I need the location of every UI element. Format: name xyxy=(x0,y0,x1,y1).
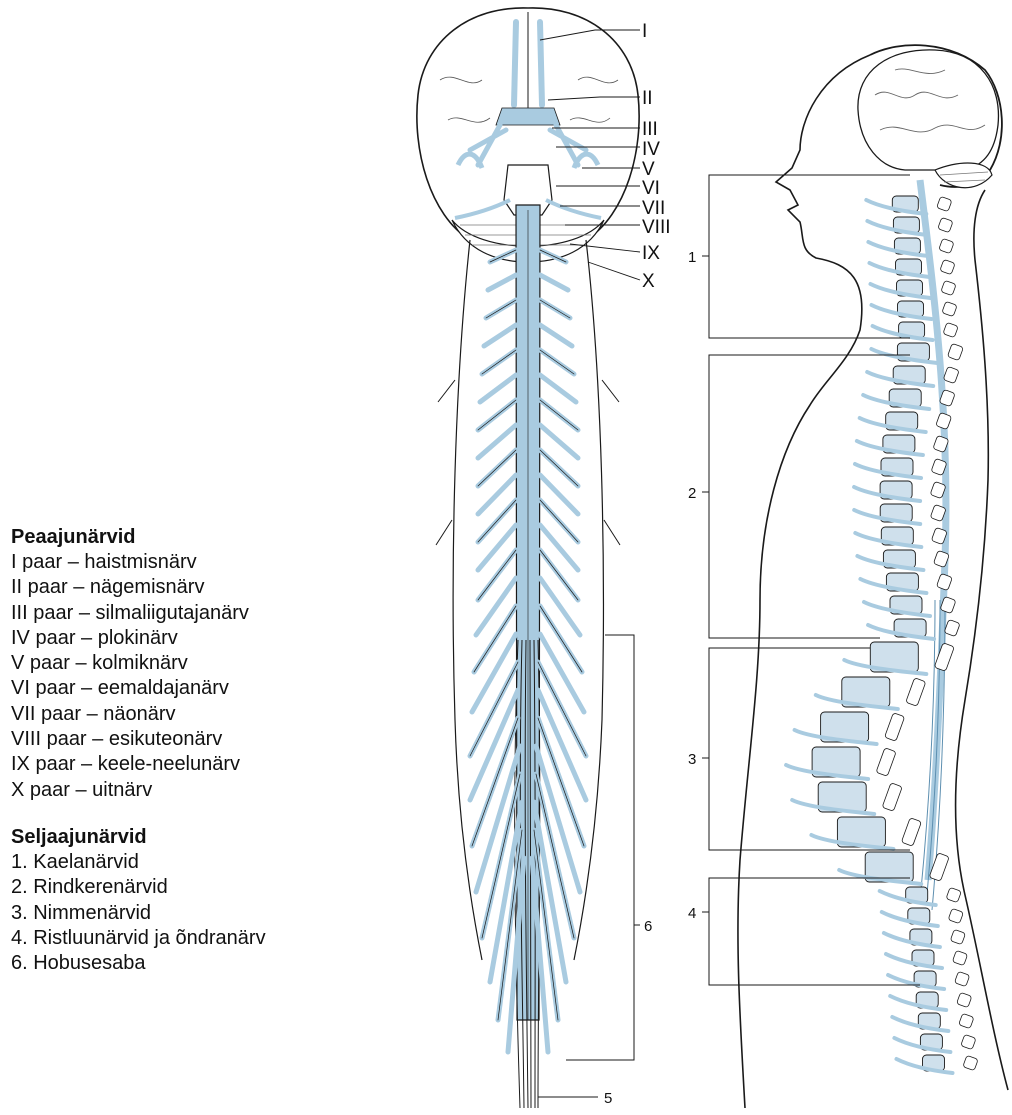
spinous-process xyxy=(940,259,955,274)
spinous-process xyxy=(948,908,963,923)
region-label-2: 2 xyxy=(688,485,696,502)
spinous-process xyxy=(947,343,963,360)
spinous-process xyxy=(954,971,969,986)
spinous-process xyxy=(959,1013,974,1028)
spinous-process xyxy=(938,217,953,232)
cranial-label-vi: VI xyxy=(642,178,660,199)
cranial-label-iv: IV xyxy=(642,139,660,160)
region-label-3: 3 xyxy=(688,751,696,768)
vertebral-column xyxy=(786,196,978,1073)
cranial-label-v: V xyxy=(642,159,655,180)
cerebellum xyxy=(935,163,992,188)
cranial-label-vii: VII xyxy=(642,198,665,219)
spinous-process xyxy=(943,322,958,337)
cranial-label-x: X xyxy=(642,271,655,292)
cranial-label-ii: II xyxy=(642,88,653,109)
spinous-process xyxy=(882,783,902,812)
spinous-process xyxy=(936,573,952,590)
spinous-process xyxy=(934,643,954,672)
spinous-process xyxy=(906,678,926,707)
cranial-label-iii: III xyxy=(642,119,658,140)
spinous-process xyxy=(950,929,965,944)
spinous-process xyxy=(944,619,960,636)
spinous-process xyxy=(936,412,952,429)
cranial-label-viii: VIII xyxy=(642,217,671,238)
spinous-process xyxy=(952,950,967,965)
spinous-process xyxy=(946,887,961,902)
spinous-process xyxy=(941,280,956,295)
spinous-process xyxy=(943,366,959,383)
filum-label: 5 xyxy=(604,1090,612,1107)
spinous-process xyxy=(963,1055,978,1070)
spinous-process xyxy=(957,992,972,1007)
cranial-label-ix: IX xyxy=(642,243,660,264)
spinous-process xyxy=(942,301,957,316)
region-label-4: 4 xyxy=(688,905,696,922)
front-outline xyxy=(738,55,870,1108)
brain-side xyxy=(858,50,999,170)
spinous-process xyxy=(901,818,921,847)
spinous-process xyxy=(937,196,952,211)
spinal-cord xyxy=(515,205,540,1108)
cranial-labels: I II III IV V VI VII VIII IX X xyxy=(642,21,671,292)
spinous-process xyxy=(939,238,954,253)
cranial-label-i: I xyxy=(642,21,647,42)
region-label-1: 1 xyxy=(688,249,696,266)
spinous-process xyxy=(876,748,896,777)
spinous-process xyxy=(961,1034,976,1049)
cauda-label: 6 xyxy=(644,918,652,935)
spinous-process xyxy=(885,713,905,742)
